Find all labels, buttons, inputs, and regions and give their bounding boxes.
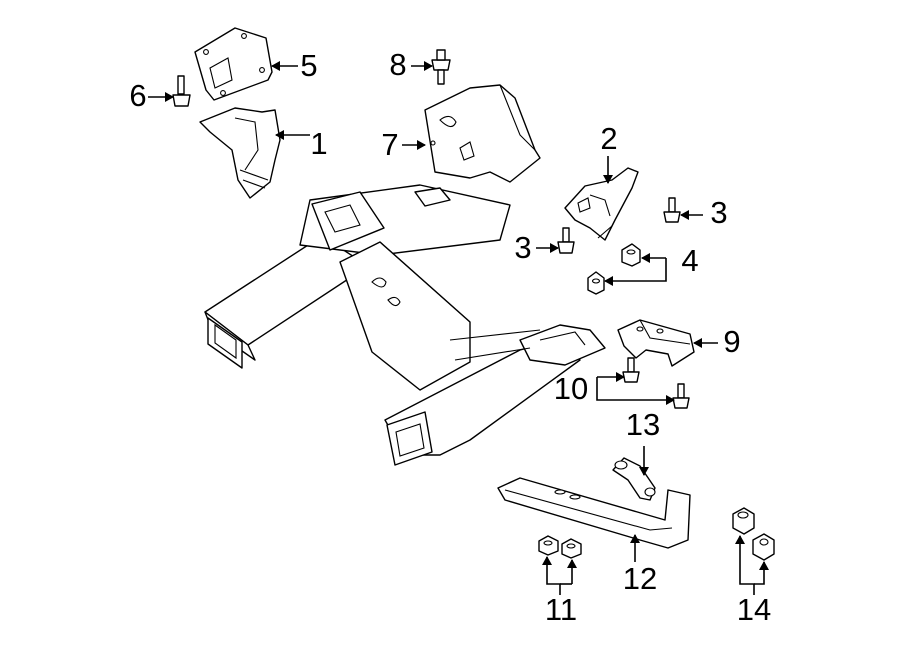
part-9-mount: [617, 319, 695, 367]
callout-5: 5: [300, 48, 317, 83]
part-13-brace: [612, 457, 656, 501]
callout-11: 11: [545, 592, 577, 627]
part-2-transmission-mount: [564, 167, 639, 241]
callout-12: 12: [623, 561, 657, 596]
callout-10: 10: [554, 371, 588, 406]
leader-lines: [148, 61, 769, 595]
part-14-bushings: [732, 507, 775, 561]
callout-1: 1: [310, 126, 327, 161]
part-3-bolt-right: [663, 197, 681, 223]
part-3-bolt-left: [557, 227, 575, 254]
part-7-heat-shield: [424, 84, 541, 183]
callout-14: 14: [737, 592, 771, 627]
callout-7: 7: [381, 127, 398, 162]
part-11-nuts: [538, 535, 582, 559]
part-12-crossmember: [497, 477, 691, 549]
part-4-nuts: [587, 243, 641, 295]
callout-3-left: 3: [514, 230, 531, 265]
part-6-bolt: [172, 75, 191, 107]
callout-9: 9: [723, 324, 740, 359]
part-8-bolt: [431, 49, 451, 85]
callout-6: 6: [129, 78, 146, 113]
callout-2: 2: [600, 121, 617, 156]
callout-labels: 1 2 3 3 4 5 6 7 8 9 10 11 12 13 14: [129, 47, 771, 627]
frame-crossmember-assembly: [204, 184, 606, 466]
part-1-mount-bracket: [199, 107, 281, 199]
callout-8: 8: [389, 47, 406, 82]
callout-13: 13: [626, 407, 660, 442]
part-5-mount-plate: [194, 27, 273, 101]
callout-4: 4: [681, 243, 698, 278]
callout-3-right: 3: [710, 195, 727, 230]
